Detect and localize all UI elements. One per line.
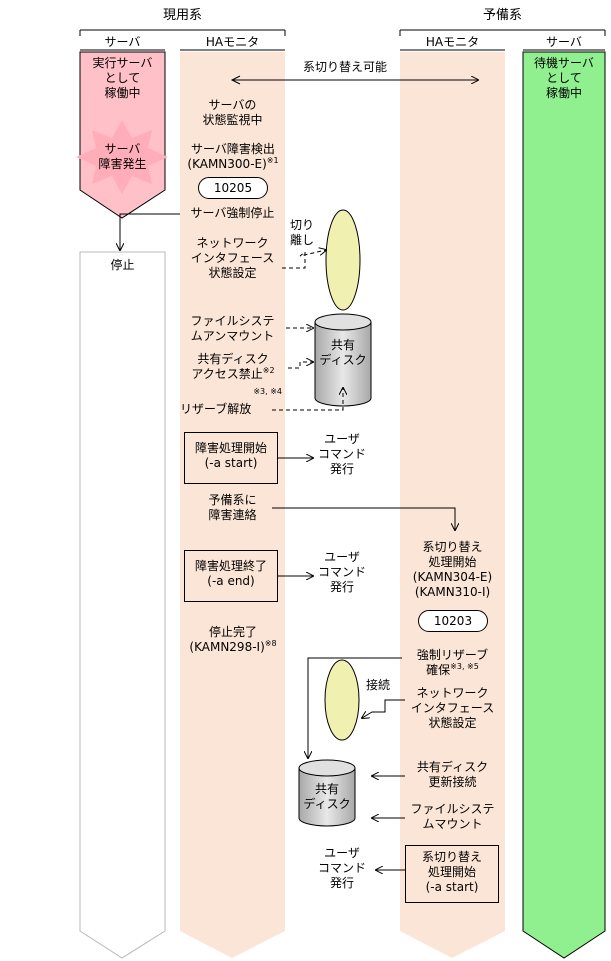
active-system-header: 現用系 <box>162 8 202 23</box>
standby-server-lane <box>522 51 606 959</box>
network-state-text: ネットワーク インタフェース 状態設定 <box>190 236 275 280</box>
reserve-release-text: リザーブ解放 <box>180 402 252 416</box>
standby-system-header: 予備系 <box>482 8 522 23</box>
switchover-possible-label: 系切り替え可能 <box>302 60 387 74</box>
reserve-release-note: ※3, ※4 <box>253 387 282 396</box>
standby-disk-label: 共有 ディスク <box>303 782 351 811</box>
column-active-ha: HAモニタ <box>205 35 260 49</box>
failure-code-badge: 10205 <box>198 177 268 199</box>
detach-text: 切り 離し <box>290 218 315 247</box>
forced-reserve-text: 強制リザーブ 確保※3, ※5 <box>416 648 489 677</box>
failure-start-text: 障害処理開始 (-a start) <box>194 441 267 470</box>
standby-user-cmd-text: ユーザ コマンド 発行 <box>317 846 366 890</box>
column-standby-server: サーバ <box>546 35 582 49</box>
active-network-oval-icon <box>325 209 361 311</box>
column-active-server: サーバ <box>104 35 141 49</box>
standby-system-bracket <box>399 29 606 36</box>
failure-text: サーバ 障害発生 <box>98 142 147 171</box>
forced-stop-text: サーバ強制停止 <box>190 206 275 220</box>
active-system-bracket <box>79 29 286 36</box>
column-standby-ha: HAモニタ <box>425 35 480 49</box>
standby-shared-disk-icon <box>298 759 356 827</box>
failure-end-text: 障害処理終了 (-a end) <box>194 559 267 588</box>
user-cmd-1-text: ユーザ コマンド 発行 <box>317 432 366 476</box>
active-ha-lane <box>180 52 285 958</box>
connect-text: 接続 <box>366 678 391 692</box>
standby-network-state-text: ネットワーク インタフェース 状態設定 <box>410 686 495 730</box>
monitoring-text: サーバの 状態監視中 <box>202 98 263 127</box>
switch-start-box: 系切り替え 処理開始 (-a start) <box>405 845 499 903</box>
active-server-running-text: 実行サーバ として 稼働中 <box>92 56 153 100</box>
standby-network-oval-icon <box>324 659 360 741</box>
standby-ha-lane <box>400 52 505 958</box>
active-server-stopped <box>79 251 166 959</box>
notify-standby-text: 予備系に 障害連絡 <box>208 493 257 522</box>
fs-mount-text: ファイルシステ ムマウント <box>410 802 495 831</box>
switch-start-text: 系切り替え 処理開始 (KAMN304-E) (KAMN310-I) <box>412 540 493 599</box>
standby-server-text: 待機サーバ として 稼働中 <box>534 56 594 100</box>
active-shared-disk-icon <box>314 313 372 407</box>
failure-burst-icon <box>76 120 168 194</box>
failure-detect-text: サーバ障害検出 (KAMN300-E)※1 <box>187 142 279 171</box>
failure-start-box: 障害処理開始 (-a start) <box>184 432 278 484</box>
fs-unmount-text: ファイルシステ ムアンマウント <box>190 314 275 343</box>
disk-prohibit-text: 共有ディスク アクセス禁止※2 <box>191 352 275 381</box>
active-disk-label: 共有 ディスク <box>319 338 367 367</box>
disk-connect-text: 共有ディスク 更新接続 <box>416 760 489 789</box>
switch-code-badge: 10203 <box>418 610 488 632</box>
failure-end-box: 障害処理終了 (-a end) <box>184 550 278 602</box>
stop-complete-text: 停止完了 (KAMN298-I)※8 <box>189 625 277 654</box>
stopped-text: 停止 <box>110 258 135 272</box>
switch-start-box-text: 系切り替え 処理開始 (-a start) <box>421 850 482 894</box>
user-cmd-2-text: ユーザ コマンド 発行 <box>317 550 366 594</box>
